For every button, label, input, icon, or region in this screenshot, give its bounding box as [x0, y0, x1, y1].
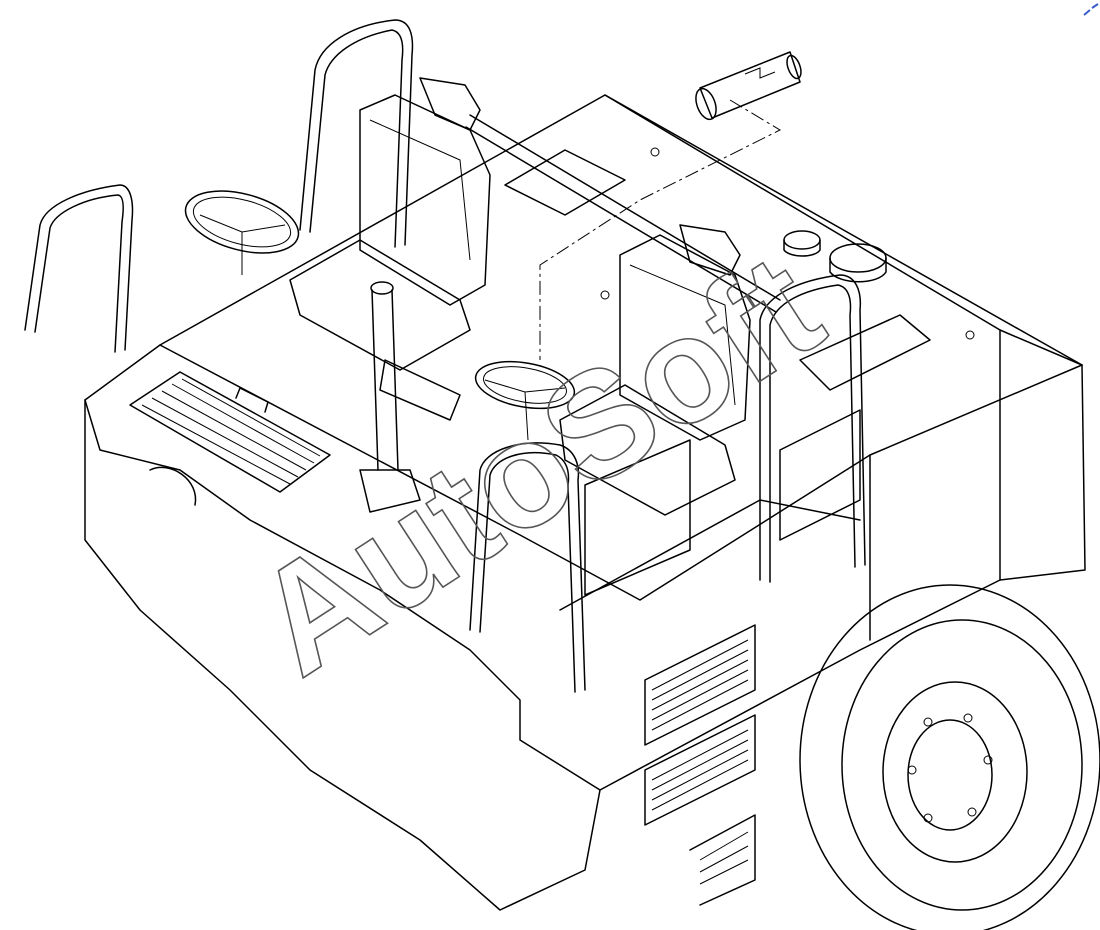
rear-wheel [799, 584, 1100, 930]
roll-bars [24, 19, 866, 693]
small-blue-squiggle-icon [1083, 3, 1099, 16]
front-grille [129, 371, 331, 493]
exploded-sleeve-part [539, 51, 802, 360]
vehicle-body [84, 94, 1086, 911]
compartments [504, 149, 931, 596]
deck-caps [600, 147, 975, 340]
steering-wheels [184, 190, 576, 441]
side-vents [644, 624, 756, 906]
operator-seats [289, 77, 751, 516]
control-column [359, 281, 461, 513]
